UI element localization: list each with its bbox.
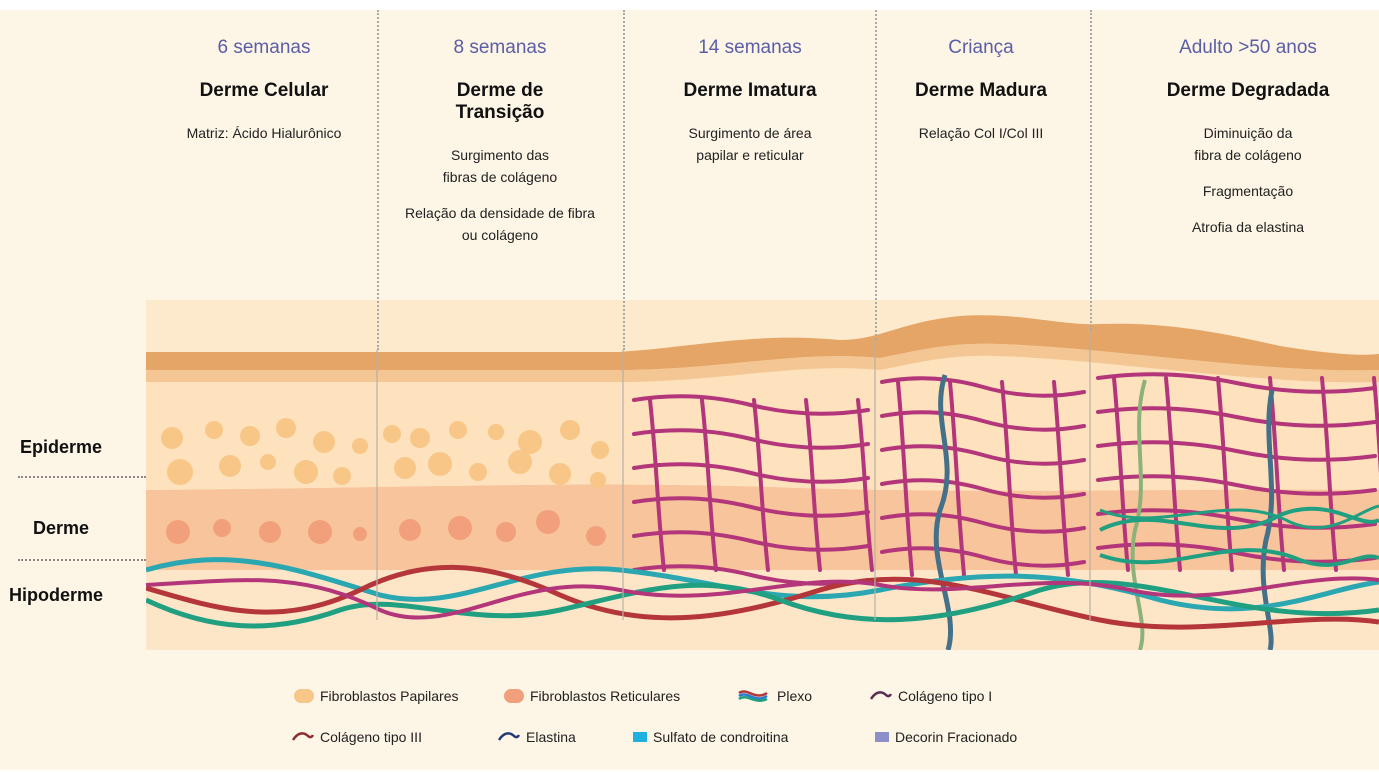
reticular-fibroblast — [448, 516, 472, 540]
reticular-fibroblast — [496, 522, 516, 542]
papilar-fibroblast — [560, 420, 580, 440]
papilar-fibroblast — [394, 457, 416, 479]
column-description: Relação da densidade de fibra ou colágen… — [380, 202, 620, 246]
column-crianca: Criança Derme Madura Relação Col I/Col I… — [861, 36, 1101, 144]
column-description: Relação Col I/Col III — [861, 122, 1101, 144]
column-description: Surgimento de área papilar e reticular — [630, 122, 870, 166]
column-description: Diminuição da fibra de colágeno — [1128, 122, 1368, 166]
legend-item: Fibroblastos Reticulares — [504, 688, 680, 704]
column-age: Adulto >50 anos — [1128, 36, 1368, 60]
legend-label: Plexo — [777, 688, 812, 704]
column-age: Criança — [861, 36, 1101, 60]
column-age: 14 semanas — [630, 36, 870, 60]
legend-label: Fibroblastos Reticulares — [530, 688, 680, 704]
legend-label: Fibroblastos Papilares — [320, 688, 459, 704]
papilar-fibroblast — [205, 421, 223, 439]
legend-item: Decorin Fracionado — [875, 729, 1017, 745]
column-title: Derme de Transição — [380, 80, 620, 124]
papilar-fibroblast — [219, 455, 241, 477]
column-age: 6 semanas — [144, 36, 384, 60]
decorin-swatch — [875, 732, 889, 742]
legend-item: Plexo — [737, 688, 812, 704]
column-description: Surgimento das fibras de colágeno — [380, 144, 620, 188]
papilar-fibroblast — [549, 463, 571, 485]
column-title: Derme Imatura — [630, 80, 870, 102]
column-adulto: Adulto >50 anos Derme Degradada Diminuiç… — [1128, 36, 1368, 238]
papilar-fibroblast — [410, 428, 430, 448]
reticular-fibroblast — [399, 519, 421, 541]
legend-label: Colágeno tipo I — [898, 688, 992, 704]
layer-divider — [18, 476, 146, 478]
reticular-fibroblast — [259, 521, 281, 543]
layer-divider — [18, 559, 146, 561]
layer-label-derme: Derme — [33, 518, 89, 539]
papilar-fibroblast — [428, 452, 452, 476]
column-title: Derme Degradada — [1128, 80, 1368, 102]
column-title: Derme Celular — [144, 80, 384, 102]
column-age: 8 semanas — [380, 36, 620, 60]
reticular-fibroblast — [166, 520, 190, 544]
reticular-fibroblast — [353, 527, 367, 541]
column-14-semanas: 14 semanas Derme Imatura Surgimento de á… — [630, 36, 870, 166]
reticular-fibroblast-swatch — [504, 689, 524, 703]
papilar-fibroblast — [352, 438, 368, 454]
elastina-icon — [498, 731, 520, 743]
reticular-fibroblast — [308, 520, 332, 544]
column-description: Fragmentação — [1128, 180, 1368, 202]
legend-item: Colágeno tipo I — [870, 688, 992, 704]
papilar-fibroblast — [294, 460, 318, 484]
papilar-fibroblast — [488, 424, 504, 440]
legend-item: Elastina — [498, 729, 576, 745]
papilar-fibroblast — [161, 427, 183, 449]
reticular-fibroblast — [586, 526, 606, 546]
legend-item: Sulfato de condroitina — [633, 729, 788, 745]
papilar-fibroblast — [240, 426, 260, 446]
column-6-semanas: 6 semanas Derme Celular Matriz: Ácido Hi… — [144, 36, 384, 144]
column-description: Matriz: Ácido Hialurônico — [144, 122, 384, 144]
reticular-fibroblast — [213, 519, 231, 537]
papilar-fibroblast — [260, 454, 276, 470]
reticular-fibroblast — [536, 510, 560, 534]
papilar-fibroblast — [333, 467, 351, 485]
papilar-fibroblast — [383, 425, 401, 443]
papilar-fibroblast — [591, 441, 609, 459]
legend-label: Colágeno tipo III — [320, 729, 422, 745]
papilar-fibroblast — [167, 459, 193, 485]
papilar-fibroblast-swatch — [294, 689, 314, 703]
papilar-fibroblast — [590, 472, 606, 488]
legend: Fibroblastos Papilares Fibroblastos Reti… — [0, 678, 1379, 768]
column-title: Derme Madura — [861, 80, 1101, 102]
layer-label-epiderme: Epiderme — [20, 437, 102, 458]
legend-label: Elastina — [526, 729, 576, 745]
column-8-semanas: 8 semanas Derme de Transição Surgimento … — [380, 36, 620, 246]
layer-label-hipoderme: Hipoderme — [9, 585, 103, 606]
papilar-fibroblast — [508, 450, 532, 474]
papilar-fibroblast — [449, 421, 467, 439]
papilar-fibroblast — [276, 418, 296, 438]
column-separator — [623, 10, 625, 350]
papilar-fibroblast — [469, 463, 487, 481]
colageno-tipo-i-icon — [870, 690, 892, 702]
sulfato-swatch — [633, 732, 647, 742]
legend-item: Fibroblastos Papilares — [294, 688, 459, 704]
legend-label: Decorin Fracionado — [895, 729, 1017, 745]
legend-label: Sulfato de condroitina — [653, 729, 788, 745]
diagram-canvas: 6 semanas Derme Celular Matriz: Ácido Hi… — [0, 10, 1379, 770]
column-description: Atrofia da elastina — [1128, 216, 1368, 238]
papilar-fibroblast — [313, 431, 335, 453]
plexo-icon — [737, 689, 771, 703]
legend-item: Colágeno tipo III — [292, 729, 422, 745]
colageno-tipo-iii-icon — [292, 731, 314, 743]
